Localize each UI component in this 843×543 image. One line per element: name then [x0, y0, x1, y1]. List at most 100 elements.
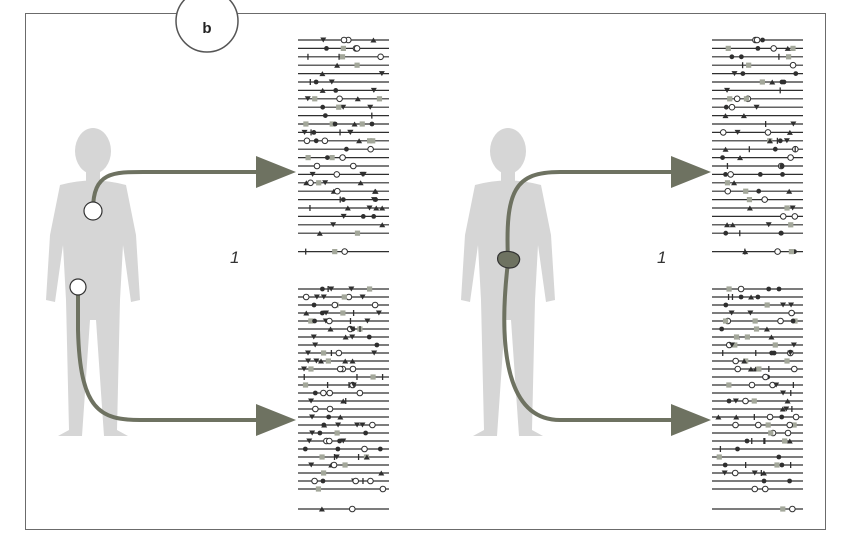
marker: [317, 430, 323, 436]
marker: [766, 286, 772, 292]
marker: [728, 342, 735, 348]
marker: [339, 154, 346, 161]
marker: [779, 462, 785, 468]
marker: [359, 171, 366, 177]
marker: [335, 349, 343, 357]
marker: [769, 79, 776, 85]
marker: [370, 197, 377, 203]
marker: [729, 54, 735, 60]
marker: [324, 155, 330, 161]
marker: [719, 129, 727, 136]
marker: [780, 172, 785, 177]
marker: [764, 129, 772, 136]
marker: [323, 310, 330, 316]
marker: [790, 121, 797, 127]
marker: [732, 398, 739, 404]
marker: [319, 310, 325, 316]
marker: [724, 180, 731, 186]
marker: [738, 54, 744, 60]
marker: [790, 45, 796, 51]
marker: [764, 302, 770, 308]
marker: [349, 162, 357, 170]
marker: [356, 138, 363, 144]
marker: [335, 422, 342, 428]
marker: [334, 430, 340, 436]
marker: [334, 187, 341, 195]
marker: [325, 437, 333, 445]
marker: [779, 414, 785, 420]
marker: [780, 302, 787, 308]
marker: [328, 79, 335, 85]
marker: [768, 430, 774, 436]
marker: [752, 318, 758, 324]
marker: [786, 438, 793, 444]
marker: [755, 46, 761, 51]
human-silhouette-left: [46, 128, 140, 436]
arrow-lower-left: [76, 287, 296, 436]
marker: [740, 71, 746, 76]
marker: [746, 197, 753, 203]
marker: [369, 421, 376, 429]
marker: [340, 213, 347, 219]
marker: [367, 138, 373, 144]
marker: [727, 96, 733, 102]
marker: [722, 462, 728, 468]
marker: [308, 366, 314, 372]
marker: [313, 162, 321, 170]
marker: [302, 382, 309, 388]
marker: [302, 293, 310, 301]
marker: [366, 205, 373, 211]
marker: [746, 205, 753, 211]
marker: [341, 294, 347, 300]
marker: [733, 95, 741, 103]
marker: [370, 138, 376, 144]
marker: [759, 79, 765, 85]
marker: [361, 445, 368, 453]
sequence-block-left-top: [298, 36, 389, 255]
marker: [774, 462, 780, 468]
marker: [367, 104, 374, 110]
marker: [761, 485, 769, 493]
marker: [779, 163, 785, 169]
marker: [367, 477, 374, 485]
marker: [305, 350, 312, 356]
marker: [311, 477, 318, 485]
marker: [331, 301, 339, 309]
marker: [788, 222, 794, 228]
marker: [327, 326, 334, 332]
marker: [325, 358, 332, 364]
marker: [784, 429, 792, 437]
marker: [774, 248, 781, 255]
marker: [370, 37, 377, 43]
marker: [746, 62, 752, 68]
marker: [720, 155, 725, 161]
marker: [354, 96, 361, 102]
marker: [728, 310, 735, 316]
marker: [305, 155, 311, 161]
marker: [320, 350, 327, 356]
marker: [755, 294, 761, 300]
human-silhouette-right: [461, 128, 555, 436]
marker: [348, 505, 356, 513]
marker: [319, 71, 326, 77]
marker: [748, 381, 756, 389]
marker: [374, 342, 380, 348]
marker: [342, 334, 349, 340]
marker: [349, 358, 356, 364]
marker: [784, 358, 790, 364]
marker: [337, 414, 344, 420]
marker: [760, 37, 765, 43]
marker: [760, 470, 767, 476]
marker: [722, 113, 729, 119]
marker: [364, 318, 371, 324]
marker: [769, 350, 775, 356]
marker: [766, 413, 774, 421]
sample-site-circle-lower: [69, 278, 87, 296]
marker: [790, 365, 798, 373]
marker: [731, 469, 739, 477]
marker: [344, 205, 351, 211]
marker: [303, 180, 310, 186]
marker: [735, 446, 740, 452]
marker: [724, 87, 731, 93]
marker: [335, 446, 341, 452]
